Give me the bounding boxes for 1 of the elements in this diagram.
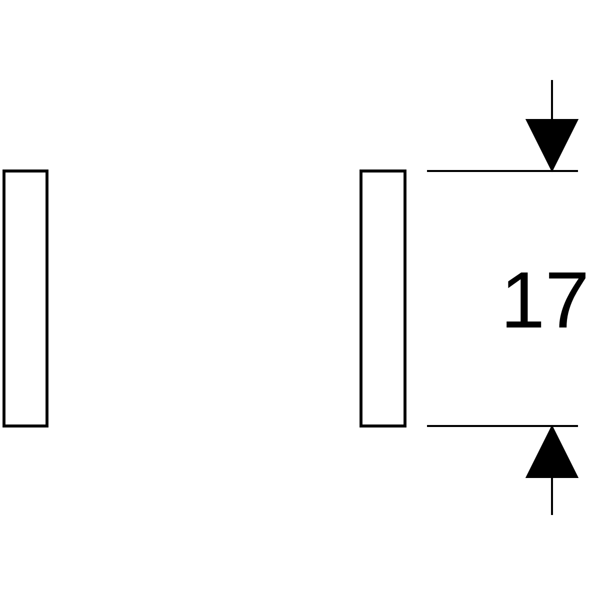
dimension-label: 17 <box>506 272 586 328</box>
